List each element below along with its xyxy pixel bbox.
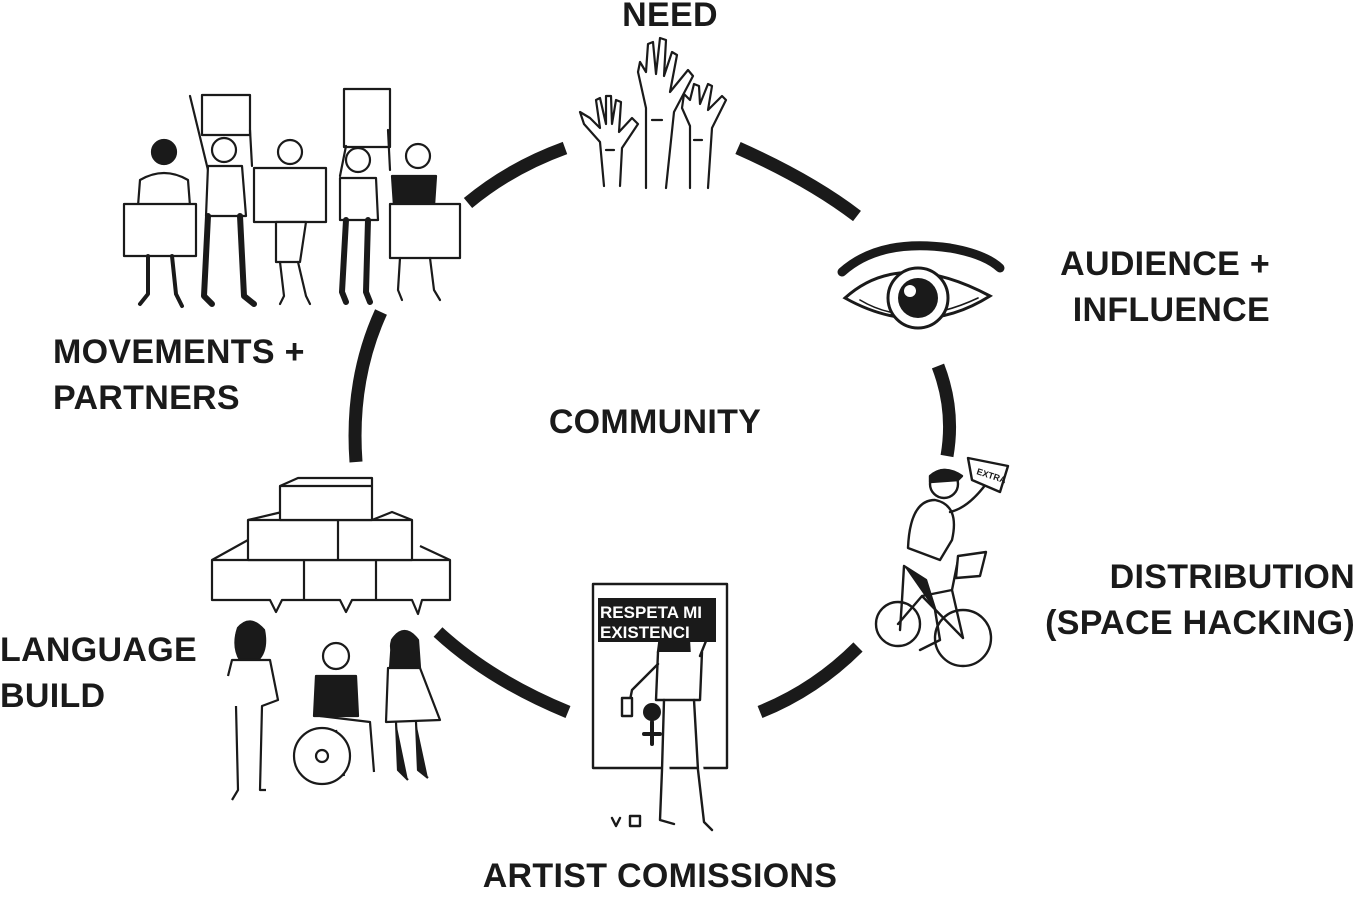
need-label-line-1: NEED — [622, 0, 718, 34]
label-movements-partners: MOVEMENTS + PARTNERS — [53, 329, 353, 421]
cycle-ring — [348, 141, 957, 719]
audience-label-line-2: INFLUENCE — [1072, 291, 1270, 329]
label-artist-comissions: ARTIST COMISSIONS — [440, 853, 880, 899]
distribution-label-line-1: DISTRIBUTION — [1109, 558, 1355, 596]
distribution-label-line-2: (SPACE HACKING) — [1045, 604, 1355, 642]
mural-painter-icon — [591, 582, 729, 832]
cyclist-with-newspapers-icon — [874, 456, 1010, 668]
language-label-line-1: LANGUAGE — [0, 631, 197, 669]
label-audience-influence: AUDIENCE + INFLUENCE — [990, 241, 1270, 333]
language-label-line-2: BUILD — [0, 677, 106, 715]
ring-arc-distribution-to-artist — [757, 642, 863, 719]
ring-arc-artist-to-language — [433, 627, 571, 719]
eye-icon — [837, 241, 1005, 330]
audience-label-line-1: AUDIENCE + — [1060, 245, 1270, 283]
label-community-center: COMMUNITY — [520, 399, 790, 445]
people-with-speech-blocks-icon — [210, 476, 452, 801]
raised-hands-icon — [578, 36, 728, 190]
ring-arc-need-to-audience — [735, 142, 861, 222]
label-language-build: LANGUAGE BUILD — [0, 627, 220, 719]
ring-arc-movements-to-need — [463, 141, 568, 208]
label-distribution: DISTRIBUTION (SPACE HACKING) — [1000, 554, 1355, 646]
movements-label-line-2: PARTNERS — [53, 379, 240, 417]
movements-label-line-1: MOVEMENTS + — [53, 333, 305, 371]
artist-label-line-1: ARTIST COMISSIONS — [482, 857, 838, 895]
ring-arc-language-to-movements — [348, 309, 387, 463]
poster-text-line-2: EXISTENCI — [600, 623, 690, 642]
protesters-with-signs-icon — [122, 87, 462, 308]
label-need: NEED — [570, 0, 770, 38]
ring-arc-audience-to-distribution — [931, 363, 957, 458]
poster-text-line-1: RESPETA MI — [600, 603, 702, 622]
community-label: COMMUNITY — [548, 403, 762, 441]
